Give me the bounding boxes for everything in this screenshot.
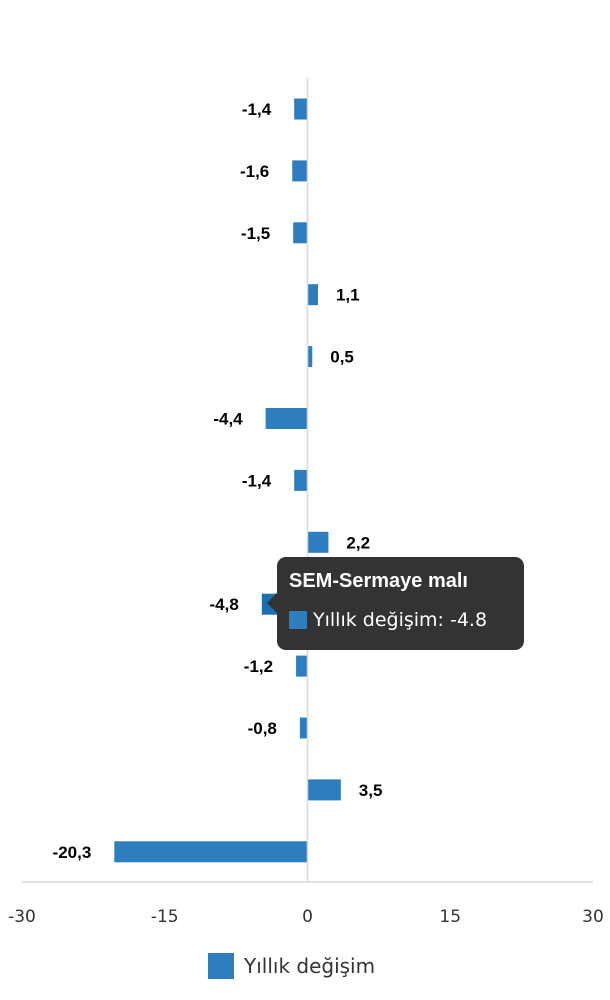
data-label: -1,2 <box>244 657 273 676</box>
tooltip-row: Yıllık değişim: -4.8 <box>289 609 512 631</box>
tooltip-value-text: Yıllık değişim: -4.8 <box>313 609 488 631</box>
data-label: -1,5 <box>241 224 270 243</box>
data-label: -1,4 <box>242 100 272 119</box>
bar[interactable] <box>294 469 308 491</box>
x-tick-label: 15 <box>439 907 461 927</box>
bar[interactable] <box>265 408 308 429</box>
data-labels-layer: -1,4 -1,6 -1,5 1,1 0,5 -4,4 -1,4 2,2 -4,8 -1,2 -0,… <box>53 100 383 862</box>
x-tick-label: -15 <box>151 907 179 927</box>
chart-legend[interactable]: Yıllık değişim <box>208 953 375 979</box>
bar[interactable] <box>114 841 308 863</box>
tooltip-arrow <box>267 593 277 613</box>
chart-tooltip: SEM-Sermaye malı Yıllık değişim: -4.8 <box>267 557 524 650</box>
x-tick-label: 30 <box>582 907 604 927</box>
data-label: -20,3 <box>53 843 92 862</box>
bar[interactable] <box>299 717 308 739</box>
legend-label[interactable]: Yıllık değişim <box>244 954 376 978</box>
data-label: -4,8 <box>210 595 239 614</box>
data-label: 2,2 <box>346 533 370 552</box>
data-label: -0,8 <box>248 719 277 738</box>
tooltip-series-swatch <box>289 611 307 629</box>
bar[interactable] <box>307 779 341 801</box>
data-label: 1,1 <box>336 286 360 305</box>
bar[interactable] <box>292 160 308 182</box>
x-tick-label: 0 <box>302 907 313 927</box>
data-label: -1,6 <box>240 162 269 181</box>
tooltip-title: SEM-Sermaye malı <box>289 570 468 592</box>
bar[interactable] <box>294 98 308 120</box>
data-label: -1,4 <box>242 471 272 490</box>
x-tick-label: -30 <box>8 907 36 927</box>
bar[interactable] <box>307 284 318 306</box>
bar[interactable] <box>307 346 313 368</box>
legend-swatch[interactable] <box>208 953 234 979</box>
data-label: 3,5 <box>359 781 383 800</box>
x-tick-labels: -30 -15 0 15 30 <box>8 907 604 927</box>
data-label: 0,5 <box>330 348 354 367</box>
bar[interactable] <box>293 222 308 244</box>
bar[interactable] <box>296 655 308 677</box>
data-label: -4,4 <box>213 410 243 429</box>
bar[interactable] <box>307 531 329 553</box>
